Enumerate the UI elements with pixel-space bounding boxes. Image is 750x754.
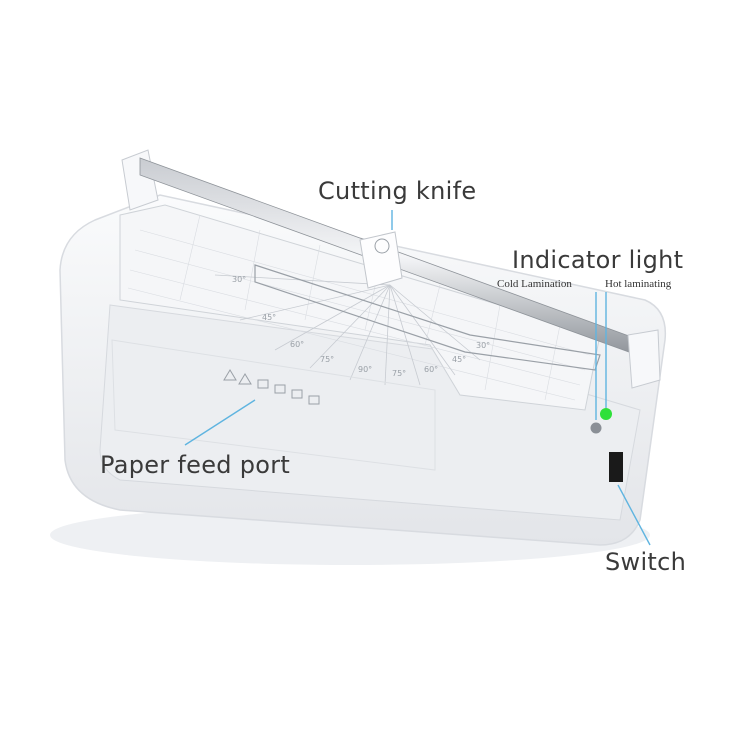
front-icons: [223, 369, 320, 405]
angle-mark: 75°: [392, 369, 406, 378]
angle-mark: 75°: [320, 355, 334, 364]
label-cutting-knife: Cutting knife: [318, 177, 477, 205]
label-hot-laminating: Hot laminating: [605, 278, 672, 290]
cold-indicator-light: [590, 422, 602, 434]
label-switch: Switch: [605, 548, 687, 576]
grid-lines: [127, 214, 591, 401]
cutting-window: [254, 264, 601, 371]
angle-mark: 90°: [358, 365, 372, 374]
cutting-mat: [119, 204, 601, 411]
leader-lines: [184, 210, 651, 546]
angle-mark: 45°: [452, 355, 466, 364]
angle-mark: 45°: [262, 313, 276, 322]
cutting-knife-slider: [359, 231, 403, 289]
paper-feed-slot: [111, 339, 436, 471]
hot-indicator-light: [600, 408, 612, 420]
label-paper-feed-port: Paper feed port: [100, 451, 291, 479]
angle-mark: 60°: [290, 340, 304, 349]
angle-mark: 30°: [232, 275, 246, 284]
label-cold-lamination: Cold Lamination: [497, 278, 572, 290]
angle-mark: 60°: [424, 365, 438, 374]
label-indicator-light: Indicator light: [512, 246, 684, 274]
power-switch: [609, 452, 623, 482]
rail-right-cap: [627, 329, 661, 389]
angle-mark: 30°: [476, 341, 490, 350]
